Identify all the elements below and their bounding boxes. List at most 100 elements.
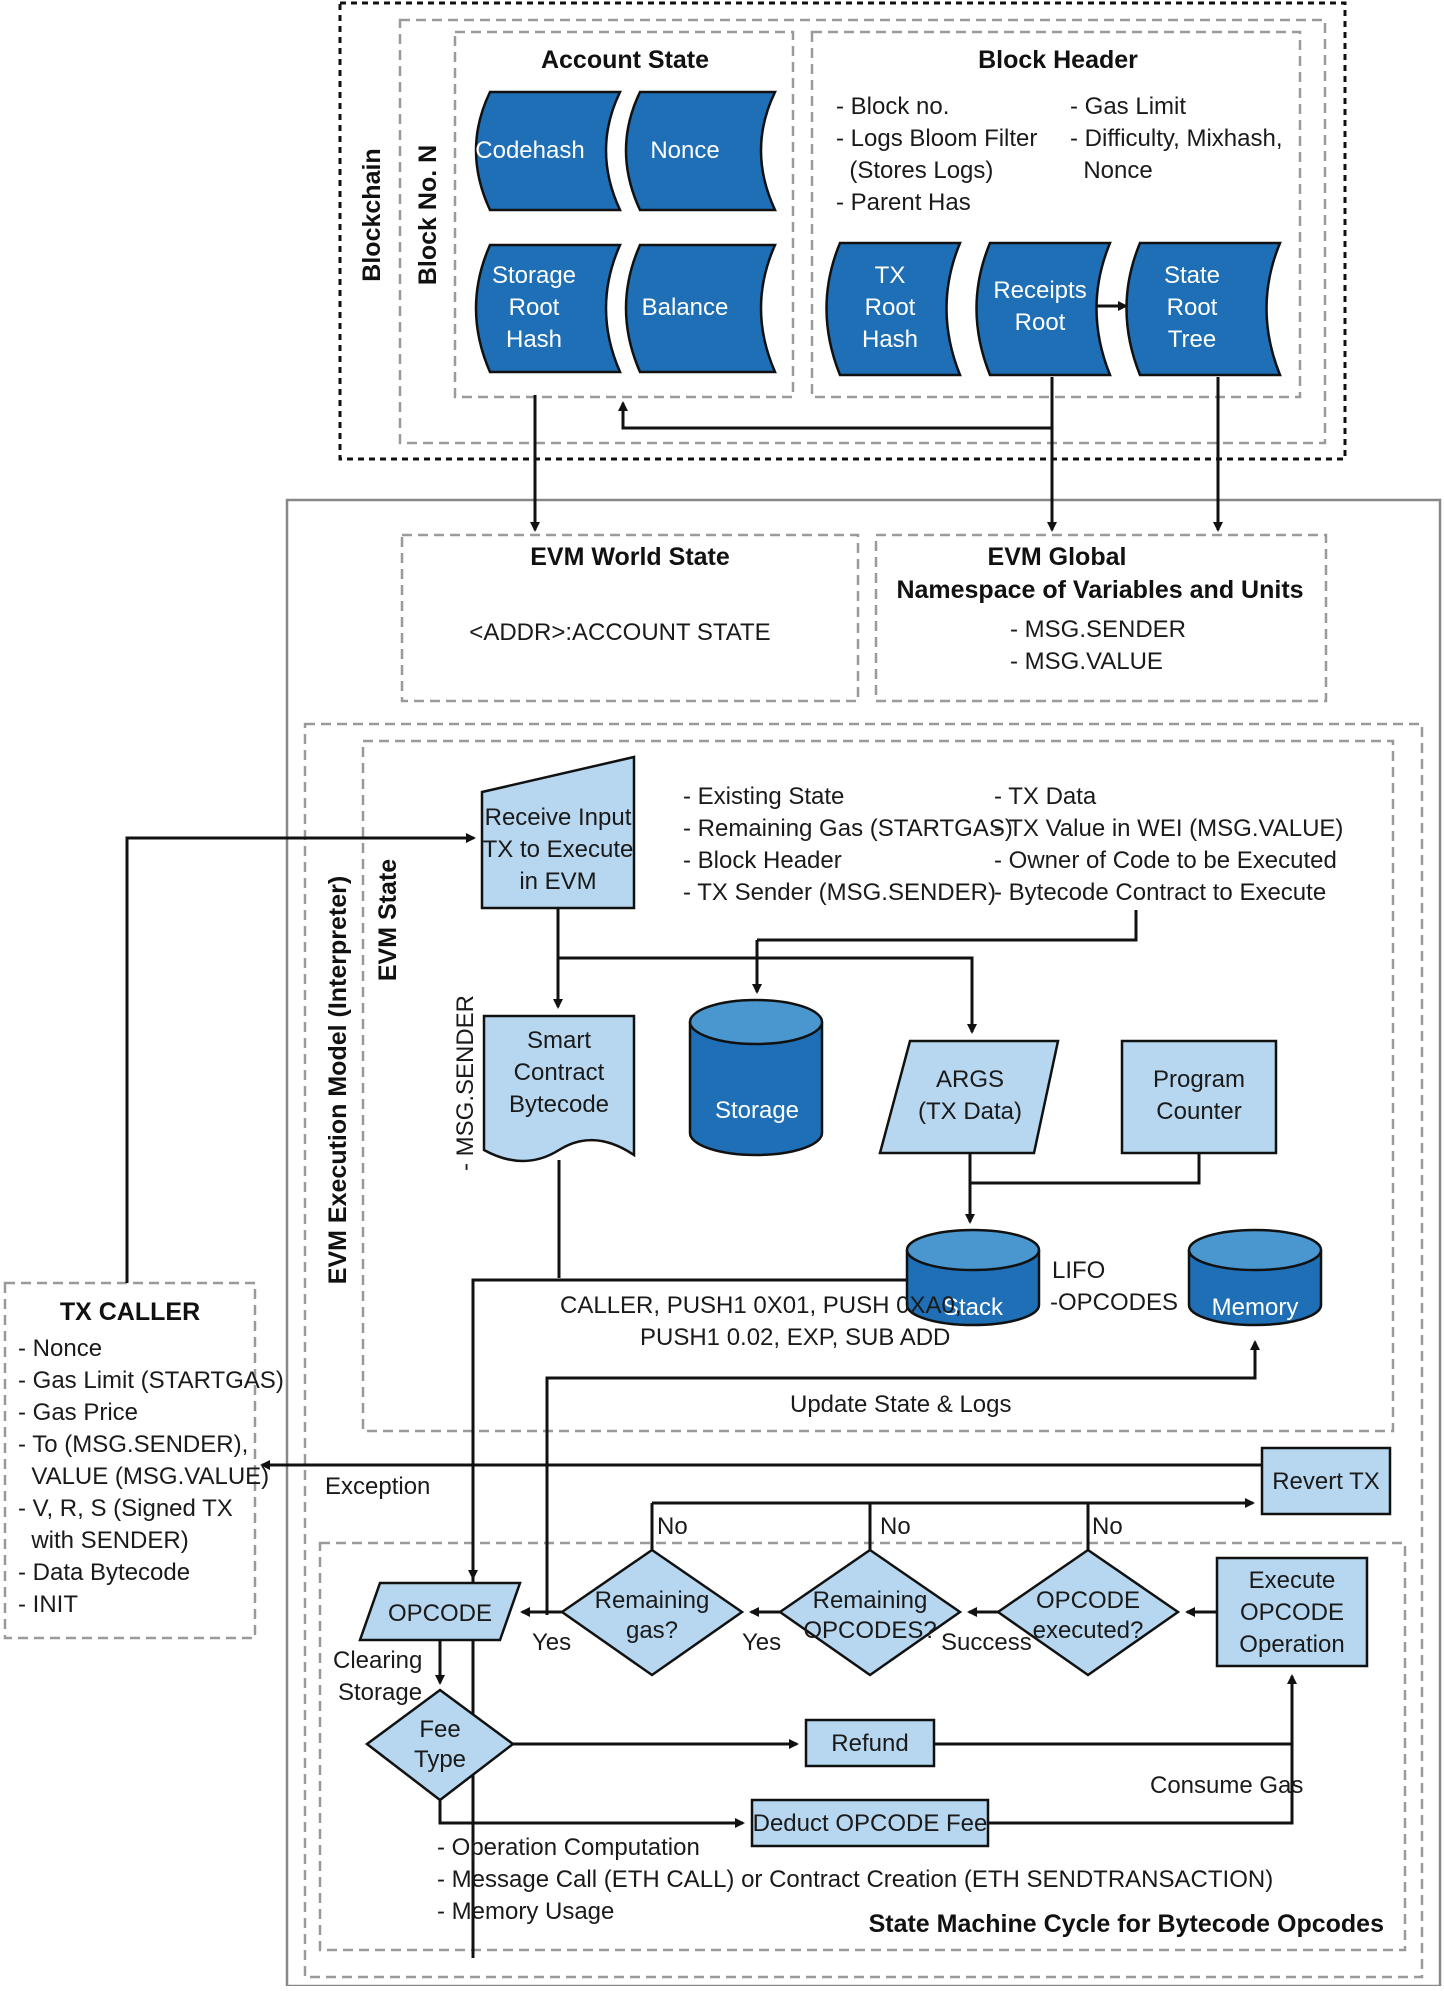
tx-caller-item-9: - INIT [18, 1591, 78, 1618]
storage-root-line-2: Root [509, 294, 560, 321]
receive-input-line-1: Receive Input [485, 804, 632, 831]
block-header-title: Block Header [978, 46, 1138, 74]
yes-label-2: Yes [742, 1629, 781, 1656]
receipts-root-line-2: Root [1015, 309, 1066, 336]
remaining-gas-decision [559, 1548, 745, 1677]
bytecode-document [482, 1014, 636, 1163]
state-list-4: - TX Sender (MSG.SENDER) [683, 879, 996, 906]
clearing-storage-line-1: Clearing [333, 1647, 422, 1674]
receipts-root-store [975, 241, 1112, 377]
state-list-8: - Bytecode Contract to Execute [994, 879, 1326, 906]
caller-to-input-arrow [125, 833, 476, 1283]
opcode-shape [358, 1581, 522, 1642]
bytecode-line-2: Contract [514, 1059, 605, 1086]
state-machine-frame [318, 1541, 1407, 1952]
state-list-5: - TX Data [994, 783, 1097, 810]
state-root-line-2: Root [1167, 294, 1218, 321]
header-item-3: (Stores Logs) [836, 157, 993, 184]
opcode-executed-line-1: OPCODE [1036, 1587, 1140, 1614]
state-list-6: - TX Value in WEI (MSG.VALUE) [994, 815, 1343, 842]
opcode-executed-decision [995, 1548, 1181, 1677]
args-shape [878, 1039, 1060, 1155]
revert-tx-box [1260, 1446, 1392, 1516]
tx-caller-item-7: with SENDER) [18, 1527, 189, 1554]
remaining-opcodes-decision [777, 1548, 963, 1677]
receive-input-line-2: TX to Execute [483, 836, 634, 863]
opcodes-line-1: CALLER, PUSH1 0X01, PUSH 0XA0, [560, 1292, 962, 1319]
execute-opcode-line-3: Operation [1239, 1631, 1344, 1658]
receive-input-shape [480, 755, 636, 910]
nonce-label: Nonce [650, 137, 719, 164]
opcode-executed-line-2: executed? [1033, 1617, 1144, 1644]
codehash-label: Codehash [475, 137, 584, 164]
tx-caller-item-2: - Gas Limit (STARTGAS) [18, 1367, 284, 1394]
fee-type-line-1: Fee [419, 1716, 460, 1743]
tx-caller-item-6: - V, R, S (Signed TX [18, 1495, 233, 1522]
state-list-1: - Existing State [683, 783, 844, 810]
storage-cylinder-top [688, 998, 824, 1046]
program-counter-line-2: Counter [1156, 1098, 1241, 1125]
stack-label: Stack [943, 1294, 1004, 1321]
fee-list-2: - Message Call (ETH CALL) or Contract Cr… [437, 1866, 1273, 1893]
tx-root-line-3: Hash [862, 326, 918, 353]
no-label-3: No [1092, 1513, 1123, 1540]
fee-to-deduct-arrow [438, 1800, 745, 1828]
header-item-7: Nonce [1070, 157, 1153, 184]
global-item-2: - MSG.VALUE [1010, 648, 1163, 675]
state-list-3: - Block Header [683, 847, 842, 874]
clearing-storage-line-2: Storage [338, 1679, 422, 1706]
memory-cylinder-top [1187, 1228, 1323, 1272]
consume-gas-arrow [988, 1674, 1297, 1825]
state-machine-title: State Machine Cycle for Bytecode Opcodes [869, 1910, 1384, 1938]
global-title-2: Namespace of Variables and Units [896, 576, 1303, 604]
program-counter-box [1120, 1039, 1278, 1155]
storage-cylinder-body [688, 1022, 824, 1157]
lifo-line-2: -OPCODES [1050, 1289, 1178, 1316]
storage-root-line-3: Hash [506, 326, 562, 353]
header-item-5: - Gas Limit [1070, 93, 1186, 120]
memory-cylinder-body [1187, 1250, 1323, 1327]
tx-caller-title: TX CALLER [60, 1298, 200, 1326]
consume-gas-label: Consume Gas [1150, 1772, 1303, 1799]
evm-state-label: EVM State [374, 859, 402, 981]
tx-caller-item-3: - Gas Price [18, 1399, 138, 1426]
opcodes-line-2: PUSH1 0.02, EXP, SUB ADD [640, 1324, 950, 1351]
global-title-1: EVM Global [988, 543, 1127, 571]
state-list-2: - Remaining Gas (STARTGAS) [683, 815, 1013, 842]
fee-type-line-2: Type [414, 1746, 466, 1773]
storage-root-store [474, 243, 622, 374]
header-item-4: - Parent Has [836, 189, 971, 216]
block-header-frame [810, 30, 1302, 399]
world-state-title: EVM World State [530, 543, 730, 571]
codehash-store [474, 90, 622, 212]
remaining-gas-line-1: Remaining [595, 1587, 710, 1614]
tx-caller-frame [3, 1281, 257, 1640]
program-counter-line-1: Program [1153, 1066, 1245, 1093]
tx-root-line-1: TX [875, 262, 906, 289]
storage-label: Storage [715, 1097, 799, 1124]
nonce-store [624, 90, 777, 212]
tx-root-store [825, 241, 962, 377]
update-state-arrow [545, 1340, 1260, 1615]
storage-root-line-1: Storage [492, 262, 576, 289]
tx-caller-item-5: VALUE (MSG.VALUE) [18, 1463, 269, 1490]
receipts-root-line-1: Receipts [993, 277, 1086, 304]
deduct-fee-label: Deduct OPCODE Fee [753, 1810, 988, 1837]
account-state-frame [453, 30, 795, 399]
blockchain-label: Blockchain [358, 148, 386, 281]
execute-opcode-line-2: OPCODE [1240, 1599, 1344, 1626]
fee-type-decision [364, 1688, 516, 1802]
tx-caller-item-4: - To (MSG.SENDER), [18, 1431, 248, 1458]
state-list-connector [757, 910, 1138, 942]
counter-to-stack-line [970, 1153, 1201, 1185]
no-label-1: No [657, 1513, 688, 1540]
blockchain-frame [338, 1, 1347, 461]
exception-label: Exception [325, 1473, 430, 1500]
state-list-7: - Owner of Code to be Executed [994, 847, 1337, 874]
header-item-1: - Block no. [836, 93, 949, 120]
execution-model-label: EVM Execution Model (Interpreter) [324, 876, 352, 1284]
world-state-frame [400, 533, 860, 703]
execute-opcode-box [1215, 1556, 1369, 1668]
balance-label: Balance [642, 294, 729, 321]
